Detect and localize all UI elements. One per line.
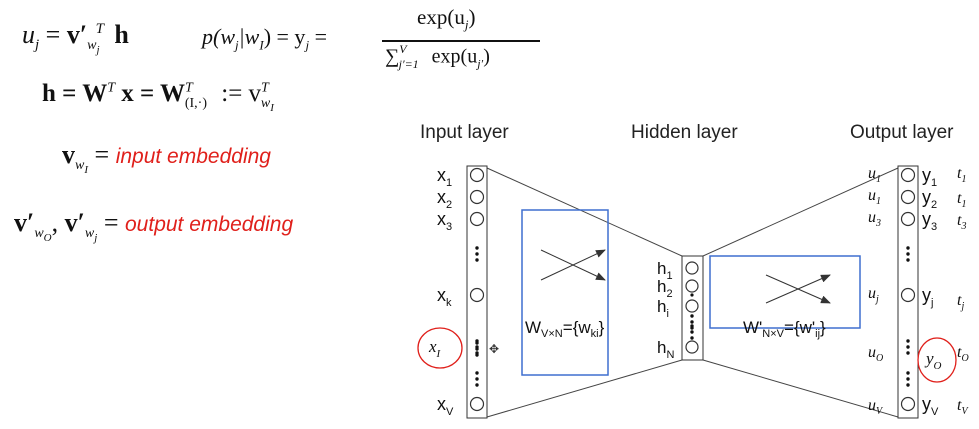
output-node-label: y2 xyxy=(922,187,937,211)
u-score-label: uO xyxy=(868,344,883,364)
input-ellipsis xyxy=(475,246,479,250)
output-ellipsis xyxy=(906,371,910,375)
input-node-label: xV xyxy=(437,394,454,418)
hidden-ellipsis xyxy=(690,324,694,328)
hidden-ellipsis xyxy=(690,336,694,340)
input-ellipsis xyxy=(475,371,479,375)
output-node xyxy=(900,189,916,205)
output-node-label: y3 xyxy=(922,209,937,233)
output-node xyxy=(900,211,916,227)
u-score-label: u1 xyxy=(868,165,881,185)
output-ellipsis xyxy=(906,383,910,387)
input-weight-box xyxy=(521,209,609,376)
equation-uj: uj = v′wjT h xyxy=(22,20,129,56)
equation-output-embedding: v′wO, v′wj = output embedding xyxy=(14,208,294,244)
input-node-label: x3 xyxy=(437,209,452,233)
hidden-ellipsis xyxy=(690,330,694,334)
hidden-node xyxy=(685,299,699,313)
hidden-ellipsis xyxy=(690,320,694,324)
softmax-numerator: exp(uj) xyxy=(417,5,476,33)
output-node xyxy=(900,167,916,183)
t-target-label: t3 xyxy=(957,212,966,232)
input-ellipsis xyxy=(475,347,479,351)
crossing-arrow xyxy=(765,274,831,304)
input-weight-label: WV×N={wki} xyxy=(525,318,605,340)
output-ellipsis xyxy=(906,246,910,250)
output-node-label: y1 xyxy=(922,165,937,189)
u-score-label: u3 xyxy=(868,209,881,229)
hidden-node xyxy=(685,261,699,275)
t-target-label: tj xyxy=(957,292,964,312)
crossing-arrow xyxy=(540,249,606,281)
connection-line xyxy=(702,167,899,257)
move-cursor-icon: ✥ xyxy=(489,342,499,356)
input-node xyxy=(469,211,485,227)
input-highlight-label: xI xyxy=(428,337,442,360)
output-layer-title: Output layer xyxy=(850,122,954,143)
hidden-node xyxy=(685,279,699,293)
hidden-node-label: hN xyxy=(657,338,674,361)
input-node-label: x1 xyxy=(437,165,452,189)
softmax-denominator: ∑Vj′=1 exp(uj′) xyxy=(385,42,490,71)
input-node xyxy=(469,396,485,412)
t-target-label: tV xyxy=(957,397,969,417)
input-node xyxy=(469,287,485,303)
connection-line xyxy=(702,359,899,418)
output-weight-box xyxy=(709,255,861,329)
hidden-node-label: hi xyxy=(657,297,669,320)
output-node-label: yj xyxy=(922,285,933,309)
input-ellipsis xyxy=(475,353,479,357)
output-highlight-label: yO xyxy=(924,349,942,372)
output-ellipsis xyxy=(906,351,910,355)
input-ellipsis xyxy=(475,258,479,262)
hidden-node-label: h2 xyxy=(657,277,673,300)
output-node xyxy=(900,396,916,412)
output-node xyxy=(900,287,916,303)
connection-line xyxy=(486,359,683,418)
input-ellipsis xyxy=(475,383,479,387)
hidden-node xyxy=(685,340,699,354)
u-score-label: uV xyxy=(868,397,884,417)
output-ellipsis xyxy=(906,339,910,343)
output-ellipsis xyxy=(906,345,910,349)
input-ellipsis xyxy=(475,341,479,345)
input-node-label: xk xyxy=(437,285,452,309)
input-node xyxy=(469,167,485,183)
hidden-node-label: h1 xyxy=(657,259,673,282)
equation-softmax: p(wj|wI) = yj = xyxy=(202,24,327,53)
input-node xyxy=(469,189,485,205)
equation-input-embedding: vwI = input embedding xyxy=(62,140,271,176)
input-ellipsis xyxy=(475,377,479,381)
connection-line xyxy=(486,167,683,257)
t-target-label: tO xyxy=(957,344,969,364)
hidden-ellipsis xyxy=(690,314,694,318)
u-score-label: uj xyxy=(868,285,879,305)
input-ellipsis xyxy=(475,252,479,256)
input-highlight-circle xyxy=(417,327,463,369)
output-node-label: yV xyxy=(922,394,939,418)
t-target-label: t1 xyxy=(957,190,966,210)
hidden-ellipsis xyxy=(690,293,694,297)
output-ellipsis xyxy=(906,377,910,381)
output-highlight-circle xyxy=(917,337,957,383)
output-ellipsis xyxy=(906,258,910,262)
output-ellipsis xyxy=(906,252,910,256)
t-target-label: t1 xyxy=(957,165,966,185)
softmax-fraction-bar xyxy=(382,40,540,42)
u-score-label: u1 xyxy=(868,187,881,207)
equation-h: h = WT x = WT(I,·) := vTwI xyxy=(42,80,274,114)
input-node-label: x2 xyxy=(437,187,452,211)
output-weight-label: W'N×V={w'ij} xyxy=(743,318,826,340)
input-layer-title: Input layer xyxy=(420,122,509,143)
hidden-layer-title: Hidden layer xyxy=(631,122,738,143)
